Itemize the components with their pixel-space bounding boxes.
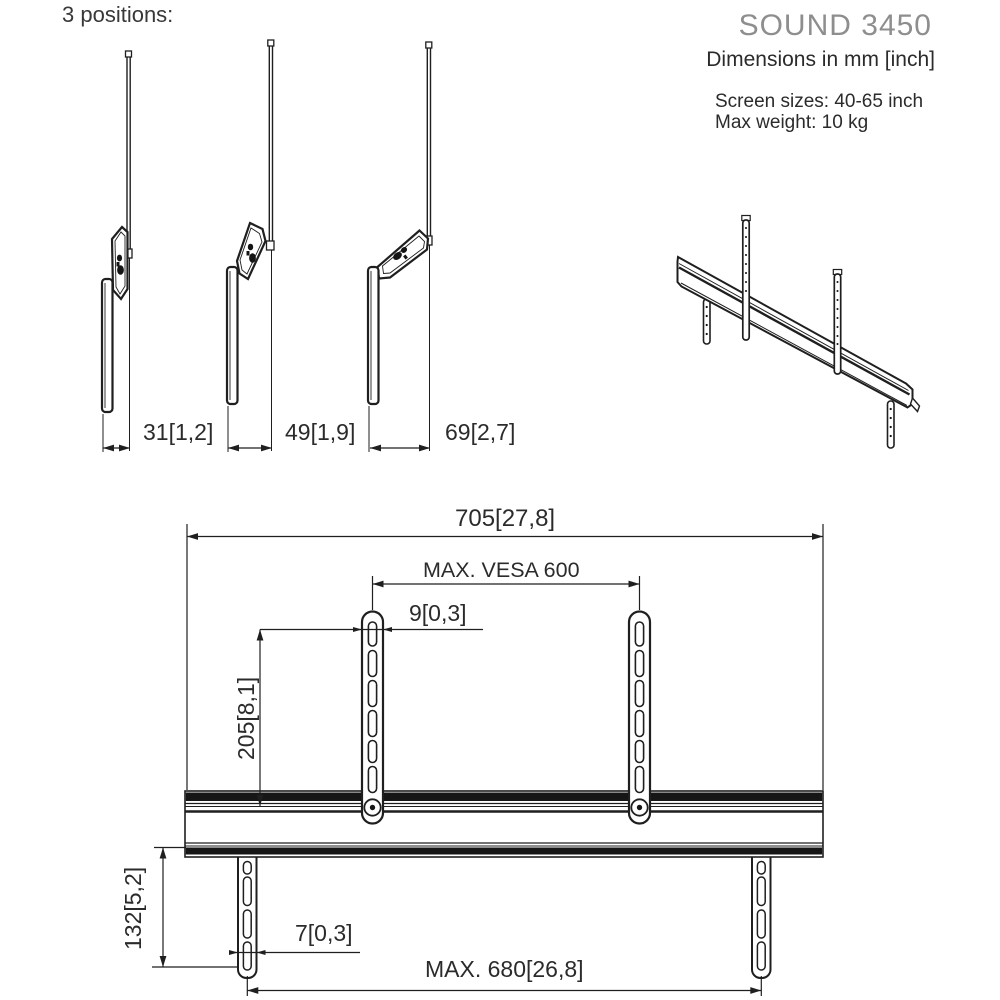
dim-label-offset-2: 49[1,9] (285, 419, 356, 445)
product-title: SOUND 3450 (738, 9, 932, 42)
upper-strap-right-3d (832, 268, 843, 375)
lower-strap-right-3d (886, 400, 895, 449)
position-1-side-view (100, 50, 133, 452)
rod-cap (425, 41, 433, 49)
mount-rail (184, 790, 824, 858)
dim-label-upper-strap-width: 9[0,3] (409, 600, 467, 626)
soundbar-strip (225, 265, 239, 406)
dim-label-max-vesa: MAX. VESA 600 (423, 558, 580, 582)
lower-strap-left (237, 844, 258, 979)
positions-heading: 3 positions: (62, 2, 174, 27)
bracket-knob (393, 247, 408, 260)
dimension-lines (152, 524, 824, 996)
position-2-side-view (225, 39, 275, 452)
front-view (152, 524, 824, 996)
bar-end-tab (909, 396, 921, 413)
bracket-knob (116, 254, 124, 275)
spec-max-weight: Max weight: 10 kg (715, 112, 869, 133)
dim-label-offset-1: 31[1,2] (143, 419, 214, 445)
dim-label-lower-strap-length: 132[5,2] (120, 866, 146, 950)
upper-strap-left (360, 610, 385, 825)
dim-label-max-bottom-span: MAX. 680[26,8] (425, 956, 584, 982)
lower-strap-left-3d (702, 298, 711, 345)
upper-strap-right (627, 610, 652, 825)
dim-label-offset-3: 69[2,7] (445, 419, 516, 445)
soundbar-strip (100, 277, 114, 414)
bracket-knob (246, 243, 256, 263)
rod-cap (267, 39, 275, 47)
dim-label-upper-strap-length: 205[8,1] (233, 676, 259, 760)
lower-strap-right (751, 844, 772, 979)
dim-label-lower-strap-width: 7[0,3] (295, 920, 353, 946)
dim-label-overall-width: 705[27,8] (455, 505, 556, 532)
upper-strap-left-3d (741, 214, 751, 341)
units-note: Dimensions in mm [inch] (706, 48, 935, 71)
position-3-side-view (366, 41, 433, 452)
tilt-bracket (235, 221, 267, 281)
rod-cap (124, 50, 133, 58)
soundbar-strip (366, 265, 380, 406)
bar-3d-view (676, 214, 921, 449)
spec-screen-sizes: Screen sizes: 40-65 inch (715, 91, 924, 112)
